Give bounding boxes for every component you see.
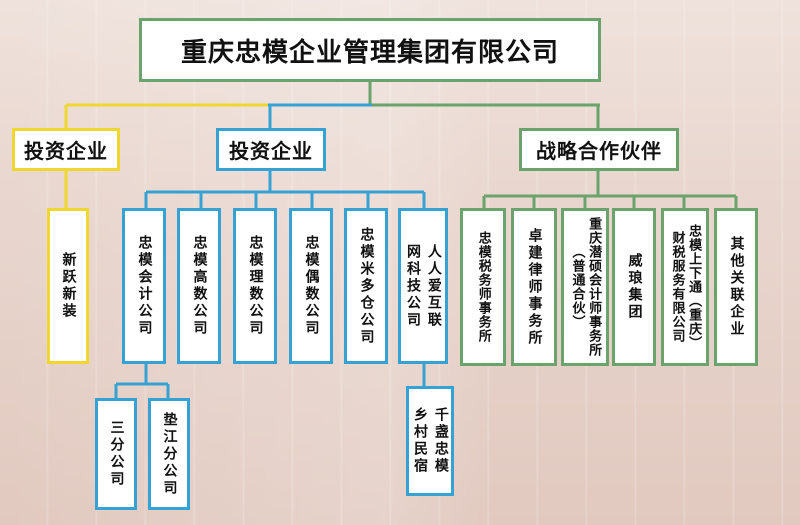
node-xinyue: 新跃新装	[47, 208, 89, 364]
branch-label: 战略合作伙伴	[536, 139, 662, 163]
node-label-col2: 重庆潜硕会计师事务所	[586, 217, 602, 357]
node-label-col1: 乡村民宿	[412, 407, 428, 475]
node-label: 新跃新装	[60, 252, 77, 320]
node-label-col2: 忠模上下通（重庆）	[686, 224, 702, 350]
node-zhongmo-oushu: 忠模偶数公司	[289, 208, 333, 364]
node-shangxiatong: 财税服务有限公司 忠模上下通（重庆）	[661, 208, 709, 366]
node-label: 卓建律师事务所	[526, 227, 543, 347]
node-label: 忠模高数公司	[191, 235, 208, 337]
node-label: 忠模理数公司	[247, 235, 264, 337]
branch-investment-yellow: 投资企业	[12, 128, 120, 171]
node-label-col2: 千盏忠模	[432, 407, 449, 475]
node-label-col2: 人人爱互联	[425, 243, 442, 329]
branch-label: 投资企业	[24, 139, 108, 163]
node-label: 忠模米多仓公司	[358, 226, 375, 346]
node-law-firm: 卓建律师事务所	[511, 208, 557, 366]
node-weilang-group: 威琅集团	[612, 208, 656, 366]
node-label-col1: （普通合伙）	[569, 245, 585, 329]
node-branch-office-3: 三分公司	[95, 398, 137, 510]
branch-label: 投资企业	[229, 139, 313, 163]
node-label: 威琅集团	[626, 253, 643, 321]
node-label-col1: 财税服务有限公司	[669, 231, 685, 343]
node-label: 忠模会计公司	[136, 235, 153, 337]
node-label: 忠模偶数公司	[303, 235, 320, 337]
node-zhongmo-gaoshu: 忠模高数公司	[177, 208, 221, 364]
node-renren-ai-hulian: 网科技公司 人人爱互联	[398, 208, 448, 364]
node-label: 垫江分公司	[161, 411, 178, 497]
node-label: 其他关联企业	[728, 236, 745, 338]
node-dianjiang-branch: 垫江分公司	[148, 398, 190, 510]
node-label-col1: 网科技公司	[405, 243, 421, 329]
node-label: 三分公司	[108, 420, 125, 488]
node-zhongmo-miduocang: 忠模米多仓公司	[344, 208, 388, 364]
node-cpa-firm: （普通合伙） 重庆潜硕会计师事务所	[561, 208, 609, 366]
group-title: 重庆忠模企业管理集团有限公司	[139, 18, 601, 82]
node-other-affiliates: 其他关联企业	[714, 208, 758, 366]
group-title-text: 重庆忠模企业管理集团有限公司	[180, 37, 559, 68]
node-qianzhan-zhongmo: 乡村民宿 千盏忠模	[406, 386, 454, 496]
branch-strategic-partners: 战略合作伙伴	[519, 128, 679, 171]
node-tax-firm: 忠模税务师事务所	[460, 208, 506, 366]
branch-investment-blue: 投资企业	[216, 128, 326, 171]
node-zhongmo-lishu: 忠模理数公司	[233, 208, 277, 364]
node-zhongmo-accounting: 忠模会计公司	[122, 208, 166, 364]
node-label: 忠模税务师事务所	[475, 231, 491, 343]
